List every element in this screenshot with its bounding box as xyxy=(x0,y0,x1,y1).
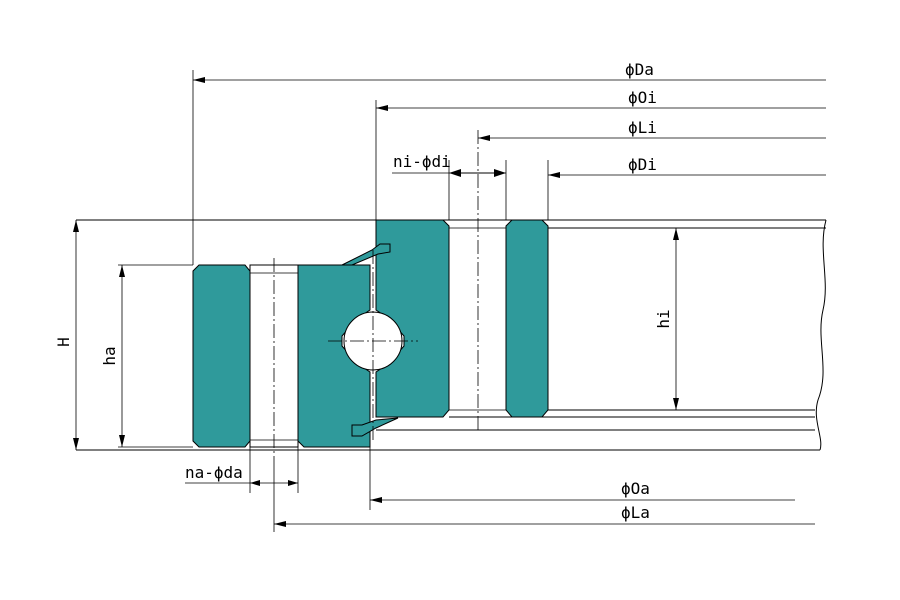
label-H: H xyxy=(54,337,73,347)
label-Li: ϕLi xyxy=(628,118,657,137)
label-ha: ha xyxy=(100,346,119,365)
top-seal xyxy=(341,243,391,266)
top-dimensions: ϕDa ϕOi ϕLi ϕDi ni-ϕdi xyxy=(193,60,826,178)
extension-lines xyxy=(118,70,690,532)
label-hi: hi xyxy=(654,309,673,328)
label-Oa: ϕOa xyxy=(621,479,650,498)
inner-ring xyxy=(375,130,549,430)
label-ni-di: ni-ϕdi xyxy=(393,152,451,171)
vertical-dimensions: H ha hi xyxy=(54,220,679,450)
inner-ring-right-block xyxy=(505,219,549,418)
label-na-da: na-ϕda xyxy=(185,463,243,482)
label-Oi: ϕOi xyxy=(628,88,657,107)
label-Di: ϕDi xyxy=(628,155,657,174)
bottom-seal xyxy=(351,417,399,437)
outer-ring xyxy=(192,258,371,460)
label-La: ϕLa xyxy=(621,503,650,522)
rolling-element xyxy=(328,250,418,440)
bottom-dimensions: na-ϕda ϕOa ϕLa xyxy=(185,463,815,527)
outer-ring-left-block xyxy=(192,264,251,448)
mounting-structure xyxy=(76,219,827,451)
label-Da: ϕDa xyxy=(625,60,654,79)
